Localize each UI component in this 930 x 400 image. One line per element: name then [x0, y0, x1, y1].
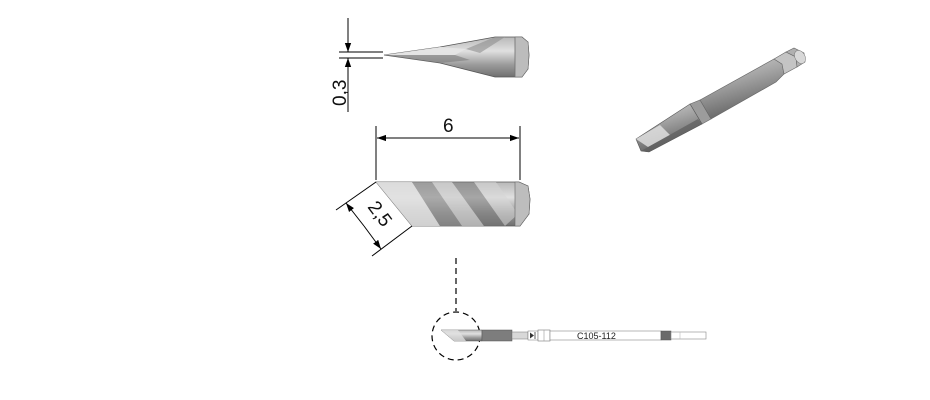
dimension-length-label: 6	[443, 116, 454, 137]
model-code-label: C105-112	[577, 331, 616, 341]
tip-isometric-view	[635, 47, 806, 153]
dimension-length: 6	[375, 116, 521, 180]
tip-side-view	[383, 36, 530, 78]
tip-front-view	[375, 181, 531, 227]
dimension-thickness-label: 0,3	[330, 80, 351, 106]
dimension-thickness: 0,3	[330, 18, 383, 112]
dimension-width-label: 2,5	[363, 197, 396, 231]
full-cartridge-view: C105-112	[431, 258, 707, 361]
